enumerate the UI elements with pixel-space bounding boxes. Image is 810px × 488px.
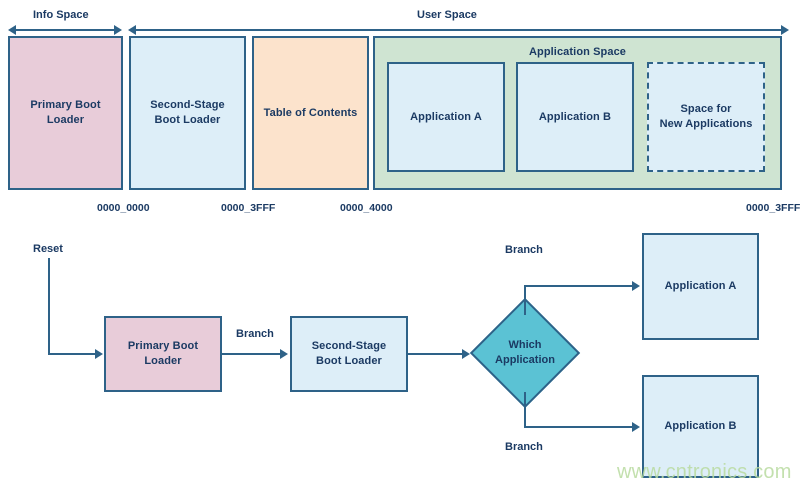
branch-label-to-application-a: Branch [505,244,543,256]
user-space-label: User Space [417,9,477,21]
reset-label: Reset [33,243,63,255]
flow-node-application-a-label: Application A [664,280,737,293]
memory-region-second-stage-boot-loader: Second-Stage Boot Loader [129,36,246,190]
address-label-0: 0000_0000 [97,202,150,214]
info-space-arrow-left-head [8,25,16,35]
memory-application-b: Application B [516,62,634,172]
reset-connector-vertical [48,258,50,354]
info-space-label: Info Space [33,9,89,21]
edge-decision-to-application-a-arrowhead [632,281,640,291]
branch-label-to-second-stage: Branch [236,328,274,340]
memory-region-primary-boot-loader-label: Primary Boot Loader [30,99,101,126]
edge-decision-to-application-a-horizontal [524,285,633,287]
memory-region-table-of-contents-label: Table of Contents [263,106,358,119]
flow-node-second-stage-boot-loader-label: Second-Stage Boot Loader [311,340,387,367]
memory-application-a-label: Application A [410,110,482,123]
flow-node-application-a: Application A [642,233,759,340]
edge-second-stage-to-decision-arrowhead [462,349,470,359]
edge-decision-to-application-b-vertical [524,392,526,428]
address-label-1: 0000_3FFF [221,202,276,214]
user-space-arrow-left-head [128,25,136,35]
reset-connector-horizontal [48,353,96,355]
application-space-label: Application Space [528,46,627,58]
memory-region-second-stage-boot-loader-label: Second-Stage Boot Loader [150,99,225,126]
flow-node-primary-boot-loader-label: Primary Boot Loader [127,340,199,367]
edge-second-stage-to-decision-line [408,353,463,355]
watermark: www.cntronics.com [617,461,792,483]
address-label-3: 0000_3FFF [746,202,801,214]
memory-space-for-new-applications-label: Space for New Applications [659,103,753,130]
edge-decision-to-application-b-horizontal [524,426,633,428]
memory-region-primary-boot-loader: Primary Boot Loader [8,36,123,190]
address-label-2: 0000_4000 [340,202,393,214]
flow-node-second-stage-boot-loader: Second-Stage Boot Loader [290,316,408,392]
edge-primary-to-second-stage-line [222,353,281,355]
user-space-arrow-line [134,29,782,31]
memory-space-for-new-applications: Space for New Applications [647,62,765,172]
memory-region-table-of-contents: Table of Contents [252,36,369,190]
memory-application-a: Application A [387,62,505,172]
flow-node-application-b: Application B [642,375,759,478]
edge-decision-to-application-b-arrowhead [632,422,640,432]
flow-node-primary-boot-loader: Primary Boot Loader [104,316,222,392]
reset-connector-arrowhead [95,349,103,359]
flow-node-application-b-label: Application B [664,420,737,433]
user-space-arrow-right-head [781,25,789,35]
info-space-arrow-line [14,29,115,31]
branch-label-to-application-b: Branch [505,441,543,453]
info-space-arrow-right-head [114,25,122,35]
memory-application-b-label: Application B [538,110,612,123]
edge-decision-to-application-a-vertical [524,285,526,315]
edge-primary-to-second-stage-arrowhead [280,349,288,359]
